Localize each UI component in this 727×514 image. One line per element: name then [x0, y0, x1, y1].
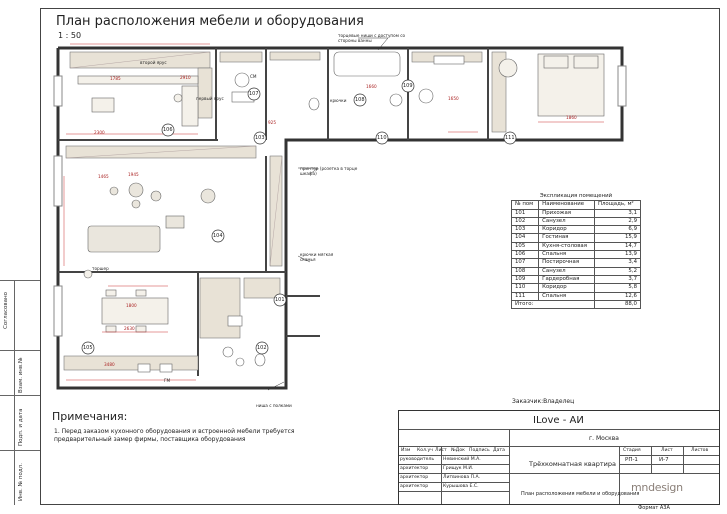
stamp-col-header: Лист: [435, 448, 447, 453]
sheet-format: Формат А3А: [638, 505, 670, 511]
outer-walls: [56, 46, 624, 390]
explication-header: № пом Наименование Площадь, м²: [510, 200, 642, 210]
stamp-staff-role: архитектор: [400, 484, 429, 489]
dim-label: 1800: [126, 303, 137, 308]
stamp-col-header: Кол.уч: [417, 448, 433, 453]
notes-heading: Примечания:: [52, 410, 128, 423]
room-number-110: 110: [377, 135, 387, 141]
room-number-106: 106: [163, 127, 173, 133]
note-shelf-niche: ниша с полками: [256, 403, 292, 408]
sheet-frame: [40, 8, 720, 505]
stamp-sheets-label: Листов: [691, 448, 709, 453]
side-cell-replace: Взам. инв.№: [0, 350, 40, 395]
stamp-col-header: Дата: [493, 448, 505, 453]
room-number-109: 109: [403, 83, 413, 89]
stamp-city: г. Москва: [589, 435, 619, 442]
dim-label: 1785: [110, 76, 121, 81]
room-explication-table: Экспликация помещений № пом Наименование…: [510, 193, 642, 310]
room-number-111: 111: [505, 135, 515, 141]
stamp-staff-name: Грищук М.И.: [443, 466, 474, 471]
stamp-col-header: Изм: [401, 448, 411, 453]
dim-label: 1860: [566, 115, 577, 120]
floor-plan: [53, 37, 627, 391]
stamp-col-header: Подпись: [469, 448, 490, 453]
dim-label: 2630: [124, 326, 135, 331]
side-cell-agreed: Согласовано: [0, 280, 40, 350]
stamp-col-header: №Док: [451, 448, 465, 453]
stamp-staff-name: Невинский М.А.: [443, 457, 481, 462]
stamp-staff-name: Курышова Е.С.: [443, 484, 479, 489]
stamp-staff-role: архитектор: [400, 475, 429, 480]
note-floor-lamp: торшер: [92, 266, 109, 271]
side-cell-inv: Инв. № подл.: [0, 450, 40, 505]
note-printer: принтер (розетка в торце шкафа): [300, 166, 358, 176]
drawing-scale: 1 : 50: [58, 31, 82, 40]
stamp-staff-role: руководитель: [400, 457, 435, 462]
dim-label: 925: [268, 120, 276, 125]
room-number-107: 107: [249, 91, 259, 97]
room-number-105: 105: [83, 345, 93, 351]
stamp-stage-label: Стадия: [623, 448, 641, 453]
logo: mndesign: [631, 481, 683, 494]
inner-walls: [58, 48, 489, 376]
dim-label: 1945: [128, 172, 139, 177]
note-top-niche: торцевые ниши с доступом со стороны ванн…: [338, 33, 406, 43]
stamp-sheet-title: План расположения мебели и оборудования: [521, 491, 640, 497]
room-number-108: 108: [355, 97, 365, 103]
side-stamp: Согласовано Взам. инв.№ Подп. и дата Инв…: [0, 280, 40, 505]
room-number-103: 103: [255, 135, 265, 141]
dim-label: 1660: [366, 84, 377, 89]
side-label-sign: Подп. и дата: [18, 408, 24, 446]
dim-label: 3480: [104, 362, 115, 367]
dim-label: 2300: [94, 130, 105, 135]
table-total-row: Итого:88,0: [511, 299, 642, 310]
note-gm: ГМ: [164, 378, 171, 383]
title-block: ILove - AИ г. Москва Трёхкомнатная кварт…: [398, 410, 720, 505]
room-number-101: 101: [275, 297, 285, 303]
note-second-tier: второй ярус: [140, 60, 167, 65]
note-first-tier: первый ярус: [196, 96, 224, 101]
stamp-object: Трёхкомнатная квартира: [529, 460, 616, 468]
side-label-replace: Взам. инв.№: [18, 357, 24, 393]
stamp-sheet-label: Лист: [661, 448, 673, 453]
note-hooks: крючки: [330, 98, 347, 103]
stamp-project: ILove - AИ: [533, 415, 584, 426]
side-label-inv: Инв. № подл.: [18, 463, 24, 501]
room-number-104: 104: [213, 233, 223, 239]
note-hooks-bench: крючки мягкая скамья: [300, 252, 334, 262]
dim-label: 1650: [448, 96, 459, 101]
notes-text: 1. Перед заказом кухонного оборудования …: [54, 428, 295, 443]
stamp-customer: Заказчик:Владелец: [512, 398, 575, 405]
note-sm: СМ: [250, 74, 257, 79]
stamp-stage: РП-1: [625, 457, 638, 463]
explication-title: Экспликация помещений: [539, 193, 613, 199]
side-cell-sign: Подп. и дата: [0, 395, 40, 450]
dim-label: 1465: [98, 174, 109, 179]
stamp-staff-name: Литвинова П.А.: [443, 475, 481, 480]
stamp-staff-role: архитектор: [400, 466, 429, 471]
room-number-102: 102: [257, 345, 267, 351]
drawing-title: План расположения мебели и оборудования: [56, 14, 364, 29]
stamp-sheet: И-7: [659, 457, 669, 463]
dim-label: 2910: [180, 75, 191, 80]
side-label-agreed: Согласовано: [3, 292, 9, 329]
